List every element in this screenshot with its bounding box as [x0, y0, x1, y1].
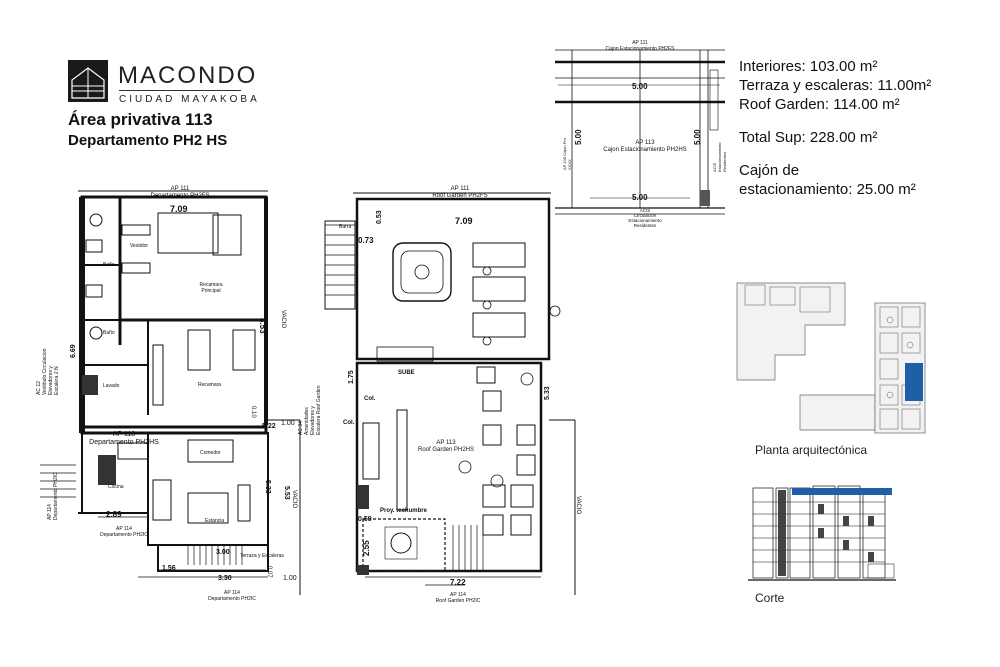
areas-block: Interiores: 103.00 m² Terraza y escalera…	[739, 57, 994, 199]
caption-planta: Planta arquitectónica	[755, 443, 868, 457]
rp-dim-255: 2.55	[362, 540, 371, 556]
lp-dim-522: 5.22	[262, 423, 276, 430]
lp-dim-289: 2.89	[106, 510, 122, 519]
lp-recamara: Recamara	[198, 382, 222, 388]
lp-bano-1: Baño	[103, 262, 115, 268]
lp-dim-553: 5.53	[283, 486, 290, 500]
lp-cocina: Cocina	[108, 484, 124, 490]
parking-left-label: AP 100 Cajon Pro. XXXX	[562, 136, 572, 170]
lp-dim-533: 5.33	[264, 480, 271, 494]
parking-dim-bottom: 5.00	[632, 193, 648, 202]
rp-dim-175: 1.75	[348, 370, 355, 384]
area-total: Total Sup: 228.00 m²	[739, 129, 878, 146]
brand-divider	[119, 90, 241, 91]
brand-logo: MACONDO CIUDAD MAYAKOBA	[68, 60, 288, 110]
area-interiores: Interiores: 103.00 m²	[739, 58, 878, 75]
logo-icon	[68, 60, 108, 102]
rp-sube: SUBE	[398, 370, 415, 376]
rp-dim-533: 5.33	[544, 386, 551, 400]
lp-dim-side: 8.53	[258, 318, 267, 334]
lp-estancia: Estancia	[205, 518, 225, 524]
parking-right-label: ACIS Estacionamiento Residentes	[712, 142, 727, 172]
lp-dim-330: 3.30	[218, 575, 232, 582]
lp-dim-156: 1.56	[162, 565, 176, 572]
rp-proy: Proy. techumbre	[380, 508, 427, 514]
lp-vacio-2: VACIO	[291, 490, 297, 509]
section-drawing	[748, 485, 896, 581]
floor-plan-roof-garden	[324, 192, 576, 595]
lp-dim-side-2: 6.69	[70, 344, 77, 358]
lp-dim-300: 3.00	[216, 549, 230, 556]
page-title: Área privativa 113	[68, 110, 213, 129]
area-terraza: Terraza y escaleras: 11.00m²	[739, 77, 932, 94]
area-cajon-1: Cajón de	[739, 162, 800, 179]
rp-dim-073: 0.73	[358, 236, 374, 245]
rp-col-2: Col.	[343, 420, 355, 426]
parking-dim-top: 5.00	[632, 82, 648, 91]
lp-dim-100a: 1.00	[281, 420, 295, 427]
lp-dim-100b: 1.00	[283, 575, 297, 582]
lp-comedor: Comedor	[200, 450, 221, 456]
rp-dim-053: 0.53	[376, 210, 383, 224]
rp-dim-top: 7.09	[455, 216, 473, 226]
area-roof: Roof Garden: 114.00 m²	[739, 96, 900, 113]
lp-vacio-1: VACIO	[280, 310, 286, 329]
rp-col-1: Col.	[364, 396, 376, 402]
rp-dim-059: 0.59	[358, 516, 372, 523]
area-cajon-2: estacionamiento: 25.00 m²	[739, 181, 916, 198]
lp-bano-2: Baño	[103, 330, 115, 336]
parking-plan	[555, 49, 725, 215]
rp-barra: Barra	[339, 224, 352, 230]
brand-name: MACONDO	[118, 62, 258, 89]
lp-dim-top: 7.09	[170, 204, 188, 214]
lp-dim-010: 0.10	[250, 406, 256, 418]
key-plan	[736, 282, 926, 434]
lp-dim-007: 0.07	[266, 566, 272, 578]
lp-terraza: Terraza y Escaleras	[240, 553, 284, 559]
lp-lavado: Lavado	[103, 383, 120, 389]
rp-vacio: VACIO	[575, 496, 581, 515]
page-subtitle: Departamento PH2 HS	[68, 132, 228, 149]
caption-corte: Corte	[755, 591, 785, 605]
rp-dim-722: 7.22	[450, 578, 466, 587]
brand-subtitle: CIUDAD MAYAKOBA	[119, 94, 260, 105]
lp-vestidor: Vestidor	[130, 243, 149, 249]
floor-plan-apartment	[40, 190, 301, 595]
